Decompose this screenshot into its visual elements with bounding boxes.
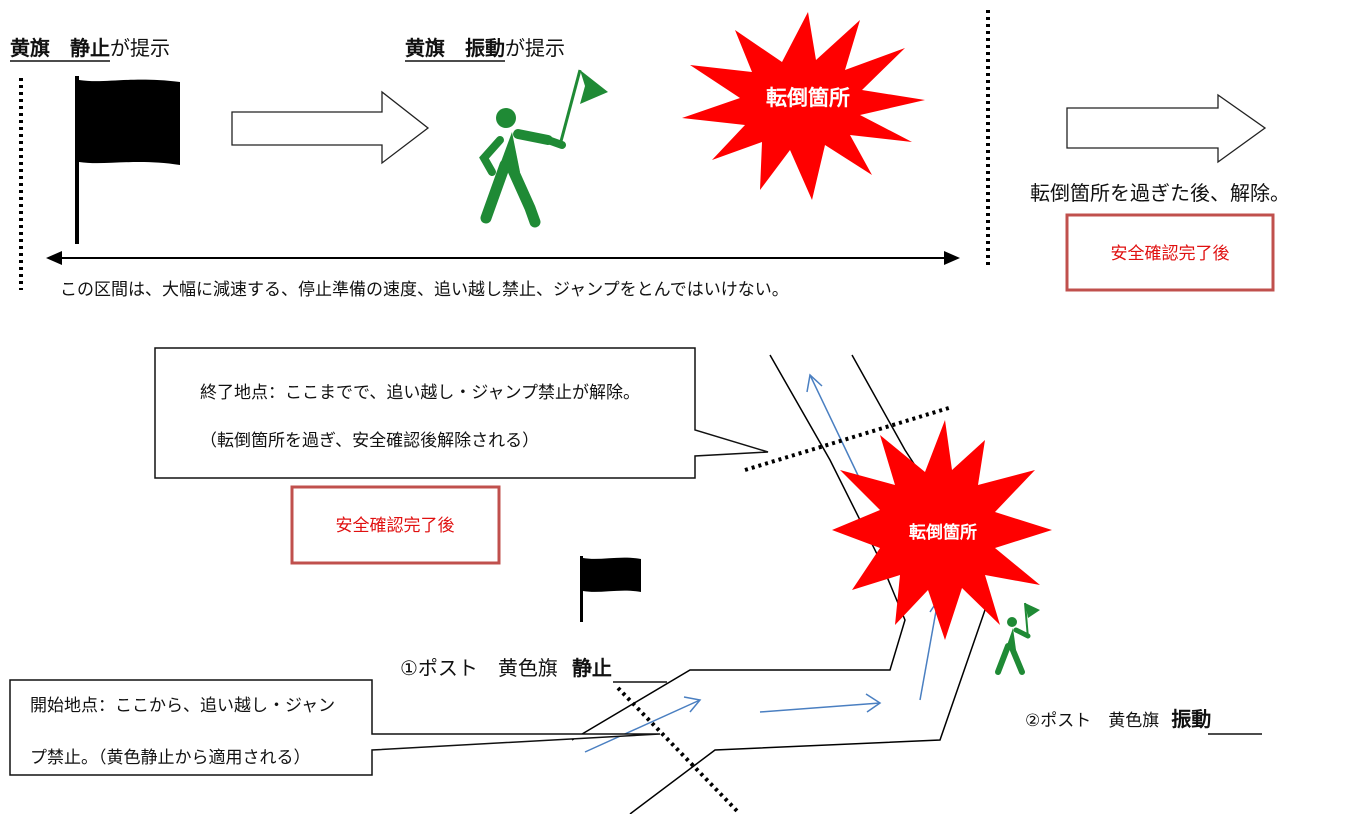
right-arrow-icon (1066, 93, 1267, 164)
post2-prefix: ②ポスト 黄色旗 (1025, 711, 1159, 731)
heading-left-rest: が提示 (110, 36, 170, 60)
burst-label-top: 転倒箇所 (766, 86, 850, 110)
burst-label-bottom: 転倒箇所 (909, 522, 977, 543)
safety-box-top: 安全確認完了後 (1065, 213, 1275, 292)
flag-marshal-icon (479, 69, 608, 228)
heading-left: 黄旗 静止が提示 (10, 36, 170, 60)
post1-state: 静止 (572, 656, 612, 680)
heading-left-bold: 黄旗 静止 (10, 36, 110, 60)
heading-mid: 黄旗 振動が提示 (405, 36, 565, 60)
heading-mid-bold: 黄旗 振動 (405, 36, 505, 60)
end-point-dotted-line (744, 405, 953, 472)
post2-label: ②ポスト 黄色旗振動 (1025, 707, 1211, 731)
start-point-dotted-line (616, 686, 740, 814)
right-arrow-icon (231, 90, 430, 165)
post2-state: 振動 (1171, 707, 1211, 731)
start-callout-line2: プ禁止。（黄色静止から適用される） (30, 748, 311, 768)
safety-box-bottom-label: 安全確認完了後 (336, 516, 455, 536)
flag-marshal-icon (995, 602, 1040, 675)
post1-label: ①ポスト 黄色旗静止 (400, 656, 612, 680)
crash-burst-icon: 転倒箇所 (832, 420, 1052, 640)
end-callout: 終了地点：ここまでで、追い越し・ジャンプ禁止が解除。 （転倒箇所を過ぎ、安全確認… (154, 347, 769, 479)
black-flag-icon (75, 76, 180, 244)
start-callout-line1: 開始地点：ここから、追い越し・ジャン (30, 696, 335, 716)
black-flag-icon (580, 556, 641, 622)
crash-burst-icon: 転倒箇所 (682, 12, 925, 200)
end-callout-line1: 終了地点：ここまでで、追い越し・ジャンプ禁止が解除。 (200, 383, 640, 403)
heading-mid-rest: が提示 (505, 36, 565, 60)
zone-double-arrow (46, 251, 960, 265)
release-text: 転倒箇所を過ぎた後、解除。 (1030, 181, 1290, 205)
safety-box-top-label: 安全確認完了後 (1111, 244, 1230, 264)
zone-text: この区間は、大幅に減速する、停止準備の速度、追い越し禁止、ジャンプをとんではいけ… (60, 280, 789, 300)
post1-prefix: ①ポスト 黄色旗 (400, 656, 558, 680)
safety-box-bottom: 安全確認完了後 (290, 485, 501, 565)
end-callout-line2: （転倒箇所を過ぎ、安全確認後解除される） (200, 431, 539, 451)
start-callout: 開始地点：ここから、追い越し・ジャン プ禁止。（黄色静止から適用される） (9, 679, 661, 776)
